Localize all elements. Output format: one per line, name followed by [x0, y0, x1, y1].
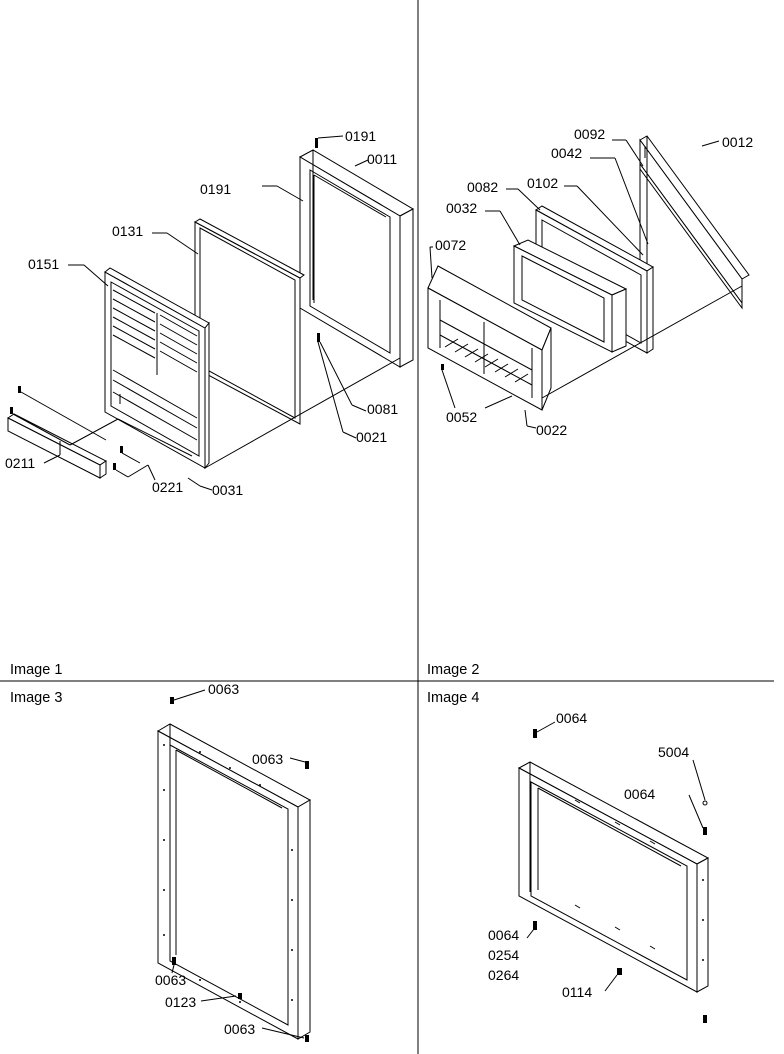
panel-image-3: Image 3: [10, 681, 312, 1042]
callout-0102: 0102: [527, 175, 558, 191]
callout-0064-bottom: 0064: [488, 927, 519, 943]
panel-caption-image-3: Image 3: [10, 690, 62, 706]
callout-0072: 0072: [435, 237, 466, 253]
callout-0082: 0082: [467, 179, 498, 195]
panel-caption-image-1: Image 1: [10, 662, 62, 678]
callout-0063-left: 0063: [155, 972, 186, 988]
callout-0011: 0011: [367, 151, 397, 167]
panel-image-4: Image 4: [427, 690, 710, 1023]
callout-0114: 0114: [562, 984, 592, 1000]
panel-1-leader-lines: [43, 135, 369, 491]
callout-0264: 0264: [488, 967, 519, 983]
drawer-front-drawing: [639, 135, 750, 310]
callout-0254: 0254: [488, 947, 519, 963]
callout-0221: 0221: [152, 479, 183, 495]
callout-0191: 0191: [200, 181, 231, 197]
callout-0211: 0211: [5, 455, 35, 471]
callout-0063-top: 0063: [208, 681, 239, 697]
basket-drawing: [427, 265, 552, 411]
panel-4-leader-lines: [526, 721, 706, 992]
drawer-frame-assembly-drawing: [517, 729, 710, 1023]
callout-0064-right: 0064: [624, 786, 655, 802]
callout-0063-right: 0063: [252, 751, 283, 767]
callout-0151: 0151: [28, 256, 59, 272]
callout-0064-top: 0064: [556, 710, 587, 726]
panel-3-leader-lines: [171, 689, 306, 1039]
callout-0032: 0032: [446, 200, 477, 216]
bin-drawing: [7, 386, 123, 479]
callout-0022: 0022: [536, 422, 567, 438]
callout-5004: 5004: [658, 744, 689, 760]
door-liner-drawing: [193, 218, 305, 425]
panel-2-leader-lines: [429, 139, 720, 429]
panel-image-2: Image 2: [427, 126, 753, 678]
callout-0021: 0021: [356, 429, 387, 445]
panel-caption-image-2: Image 2: [427, 662, 479, 678]
panel-1-guide-lines: [12, 357, 401, 478]
callout-0031: 0031: [212, 482, 243, 498]
door-frame-drawing: [298, 138, 415, 368]
callout-0131: 0131: [112, 223, 143, 239]
callout-0123: 0123: [165, 994, 196, 1010]
callout-0042: 0042: [551, 145, 582, 161]
spacer-frame-drawing: [512, 239, 628, 353]
callout-0081: 0081: [367, 401, 398, 417]
panel-caption-image-4: Image 4: [427, 690, 479, 706]
panel-2-guide-lines: [541, 285, 743, 399]
callout-0092: 0092: [574, 126, 605, 142]
callout-0012: 0012: [722, 134, 753, 150]
door-frame-assembly-drawing: [156, 697, 312, 1042]
callout-0052: 0052: [446, 409, 477, 425]
callout-0191-top: 0191: [345, 128, 376, 144]
callout-0063-bottom: 0063: [224, 1021, 255, 1037]
panel-image-1: Image 1: [5, 128, 415, 678]
